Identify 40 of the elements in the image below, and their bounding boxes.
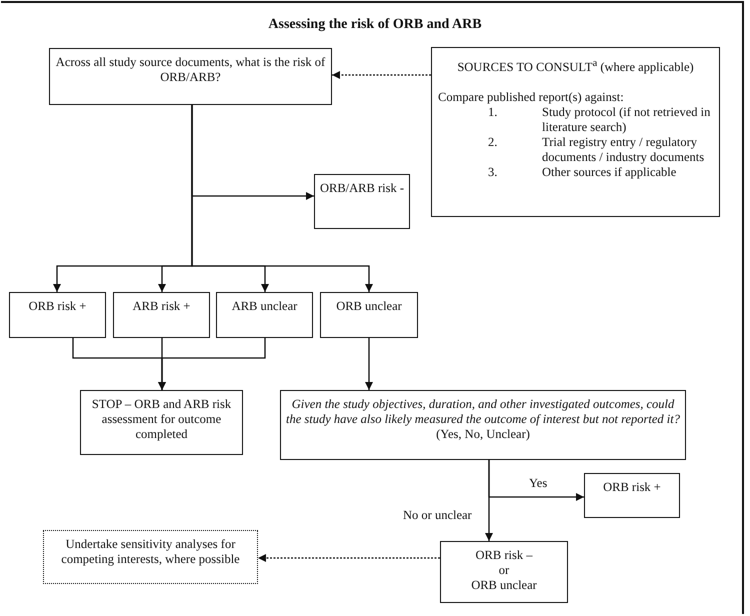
box-text: ORB unclear <box>335 299 403 314</box>
box-heading: SOURCES TO CONSULT$^{a}$ (where applicable) <box>456 57 695 76</box>
box-text: ORB risk + <box>602 480 662 495</box>
box-text: ORB risk + <box>28 299 88 314</box>
action-box <box>43 530 258 584</box>
arrow <box>332 71 431 79</box>
question-box <box>280 390 686 460</box>
arrow <box>191 105 373 292</box>
sources-box <box>431 47 720 217</box>
box-text: ORB/ARB risk - <box>319 181 405 196</box>
list-number: 1. <box>488 105 498 120</box>
box-text: Undertake sensitivity analyses for competing interests, where possible <box>60 537 241 567</box>
box-text: ARB risk + <box>132 299 192 314</box>
box-text: ORB risk – <box>474 548 534 563</box>
stop-box <box>80 390 243 455</box>
process-box <box>440 541 568 603</box>
outcome-box <box>9 292 106 338</box>
process-box <box>584 473 680 518</box>
box-text: Across all study source documents, what is the risk of ORB/ARB? <box>54 55 326 85</box>
process-box <box>113 292 210 338</box>
list-number: 3. <box>488 165 498 180</box>
box-text: or <box>498 563 510 578</box>
process-box <box>320 292 418 338</box>
list-item: Study protocol (if not retrieved in literature search) <box>542 105 710 134</box>
arrow <box>365 338 373 390</box>
arrow <box>258 554 440 562</box>
arrow <box>485 460 493 541</box>
box-text: Compare published report(s) against: <box>438 90 625 106</box>
box-text: Given the study objectives, duration, and other investigated outcomes, could the study have also likely measured the outcome of interest but not reported it? (Yes, No, Unclear) <box>285 397 681 442</box>
process-box <box>216 292 313 338</box>
diagram-title: Assessing the risk of ORB and ARB <box>267 17 483 33</box>
list-item: Other sources if applicable <box>542 165 676 180</box>
box-text: ARB unclear <box>230 299 298 314</box>
box-text: ORB unclear <box>470 578 538 593</box>
list-number: 2. <box>488 135 498 150</box>
process-box <box>314 174 410 229</box>
arrow <box>158 338 266 390</box>
process-box <box>49 48 332 105</box>
box-text: STOP – ORB and ARB risk assessment for outcome completed <box>90 397 232 442</box>
list-item: Trial registry entry / regulatory documents / industry documents <box>542 135 704 164</box>
